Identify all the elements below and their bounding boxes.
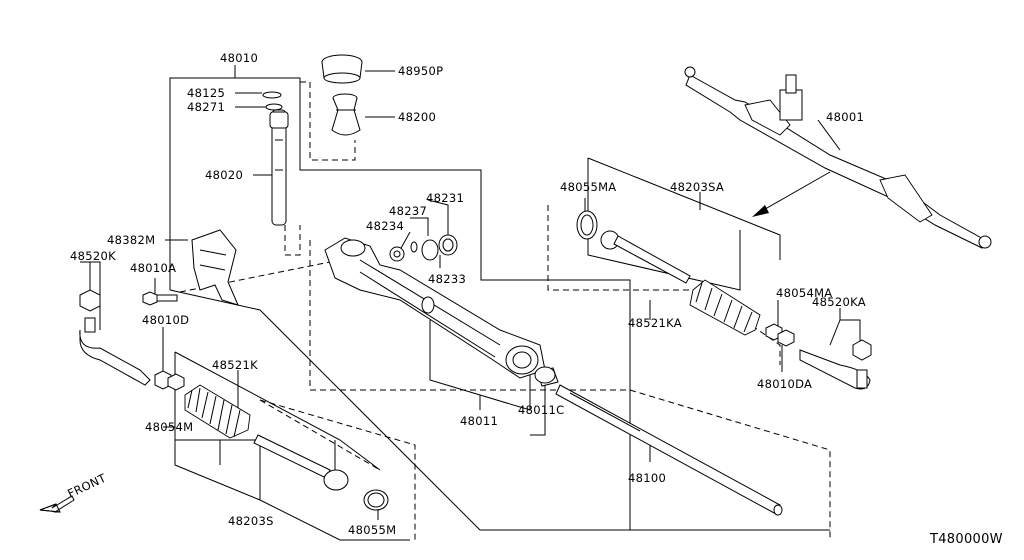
label-48001: 48001 bbox=[826, 110, 864, 124]
label-48234: 48234 bbox=[366, 219, 404, 233]
label-48520KA: 48520KA bbox=[812, 295, 866, 309]
label-48010: 48010 bbox=[220, 51, 258, 65]
diagram-code: T480000W bbox=[929, 532, 1003, 547]
explode-direction-arrow bbox=[752, 171, 831, 217]
left-bellows-boot bbox=[184, 384, 251, 439]
label-48054MA: 48054MA bbox=[776, 286, 832, 300]
label-48055MA: 48055MA bbox=[560, 180, 616, 194]
label-48200: 48200 bbox=[398, 110, 436, 124]
right-boot-clamp bbox=[576, 210, 598, 240]
steering-gear-assembly bbox=[684, 66, 992, 249]
upper-washers bbox=[262, 91, 283, 111]
front-label: FRONT bbox=[65, 471, 108, 501]
label-48271: 48271 bbox=[187, 100, 225, 114]
leader-lines bbox=[80, 65, 861, 541]
label-48011C: 48011C bbox=[518, 403, 564, 417]
label-48382M: 48382M bbox=[107, 233, 155, 247]
right-bellows-boot bbox=[689, 279, 761, 336]
left-inner-socket bbox=[253, 434, 349, 491]
rack-bush bbox=[534, 366, 559, 387]
label-48521K: 48521K bbox=[212, 358, 258, 372]
pinion-shaft bbox=[269, 109, 289, 226]
label-48203S: 48203S bbox=[228, 514, 274, 528]
label-48521KA: 48521KA bbox=[628, 316, 682, 330]
label-48020: 48020 bbox=[205, 168, 243, 182]
right-inner-socket bbox=[600, 230, 691, 284]
label-48125: 48125 bbox=[187, 86, 225, 100]
gear-housing bbox=[324, 237, 546, 379]
label-48010A: 48010A bbox=[130, 261, 176, 275]
label-48950P: 48950P bbox=[398, 64, 443, 78]
bracket-bolt bbox=[142, 291, 178, 306]
left-boot-clamp bbox=[363, 489, 389, 511]
label-48055M: 48055M bbox=[348, 523, 396, 537]
right-tie-rod-end bbox=[799, 339, 872, 390]
left-tie-rod-end bbox=[79, 289, 151, 386]
label-48233: 48233 bbox=[428, 272, 466, 286]
label-48520K: 48520K bbox=[70, 249, 116, 263]
right-lock-nut bbox=[765, 323, 795, 347]
steering-rack bbox=[555, 384, 783, 516]
label-48203SA: 48203SA bbox=[670, 180, 724, 194]
column-boot bbox=[331, 93, 361, 136]
label-48011: 48011 bbox=[460, 414, 498, 428]
heat-shield-bracket bbox=[191, 229, 239, 306]
label-48100: 48100 bbox=[628, 471, 666, 485]
label-48054M: 48054M bbox=[145, 420, 193, 434]
label-48237: 48237 bbox=[389, 204, 427, 218]
rack-adjuster-parts bbox=[389, 234, 458, 262]
front-arrow-icon bbox=[39, 495, 75, 513]
label-48010D: 48010D bbox=[142, 313, 189, 327]
label-48010DA: 48010DA bbox=[757, 377, 812, 391]
left-lock-nut bbox=[154, 370, 185, 391]
label-48231: 48231 bbox=[426, 191, 464, 205]
dust-cover bbox=[321, 54, 363, 84]
